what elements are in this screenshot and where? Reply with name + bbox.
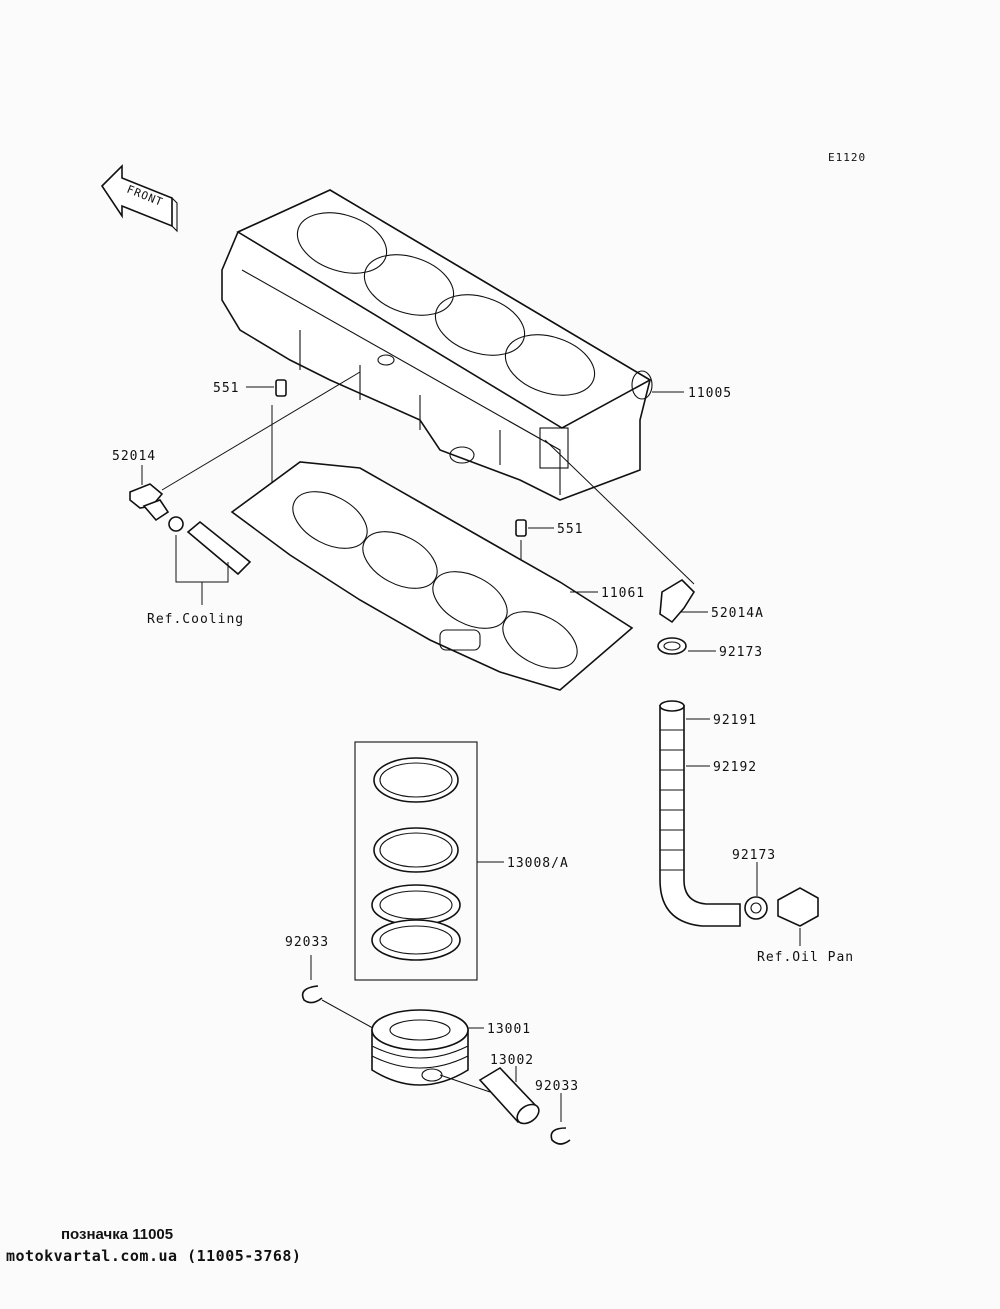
clamp-92173-top (657, 637, 687, 655)
dowel-pin-551-mid (515, 519, 527, 537)
head-gasket (230, 461, 634, 691)
footer-source: motokvartal.com.ua (11005-3768) (6, 1247, 302, 1265)
oil-pan-fitting (777, 887, 819, 927)
label-551-top: 551 (213, 381, 239, 396)
label-13001: 13001 (487, 1022, 531, 1037)
front-arrow-icon: FRONT (100, 164, 178, 233)
piston-ring-set (354, 741, 478, 981)
fitting-52014 (129, 483, 170, 522)
ref-oil-pan-label: Ref.Oil Pan (757, 950, 854, 965)
label-13002: 13002 (490, 1053, 534, 1068)
label-11005: 11005 (688, 386, 732, 401)
footer-caption: позначка 11005 (61, 1226, 174, 1243)
label-92173-top: 92173 (719, 645, 763, 660)
label-92173-bottom: 92173 (732, 848, 776, 863)
cooling-hose (168, 516, 252, 576)
clamp-92173-bottom (744, 896, 768, 920)
label-92033-right: 92033 (535, 1079, 579, 1094)
dowel-pin-551-top (275, 379, 287, 397)
exploded-parts-diagram: E1120 FRONT 11005 551 52014 (100, 151, 866, 1145)
circlip-92033-right (550, 1127, 571, 1145)
diagram-code: E1120 (828, 151, 866, 164)
label-92033-left: 92033 (285, 935, 329, 950)
fitting-52014a (659, 578, 696, 624)
oil-hose (659, 700, 741, 927)
label-13008a: 13008/A (507, 856, 569, 871)
label-92192: 92192 (713, 760, 757, 775)
cylinder-block (221, 189, 653, 501)
piston (371, 1009, 469, 1086)
piston-pin (478, 1066, 540, 1125)
label-52014: 52014 (112, 449, 156, 464)
circlip-92033-left (301, 985, 323, 1004)
label-551-mid: 551 (557, 522, 583, 537)
label-52014a: 52014A (711, 606, 764, 621)
label-92191: 92191 (713, 713, 757, 728)
ref-cooling-label: Ref.Cooling (147, 612, 244, 627)
label-11061: 11061 (601, 586, 645, 601)
